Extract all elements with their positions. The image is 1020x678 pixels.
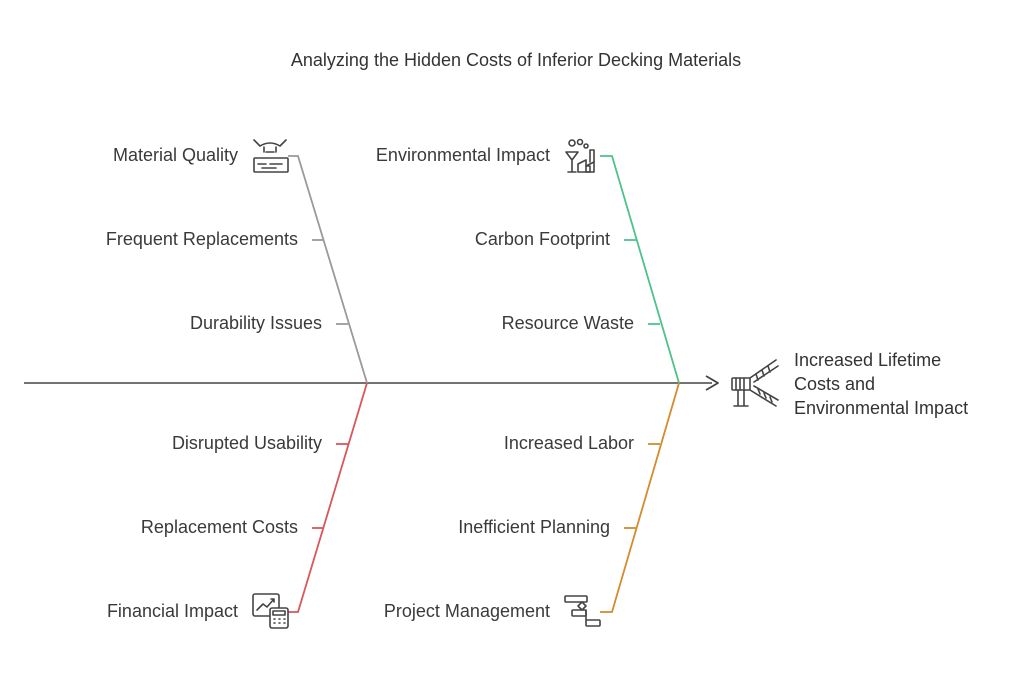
cause-disrupted-usability: Disrupted Usability	[171, 433, 322, 453]
bone-line-material-quality	[288, 155, 368, 384]
material-quality-icon	[253, 139, 289, 173]
cause-durability-issues: Durability Issues	[189, 313, 322, 333]
bone-line-project-management	[600, 382, 680, 613]
effect-line: Environmental Impact	[794, 398, 969, 418]
cause-frequent-replacements: Frequent Replacements	[105, 229, 298, 249]
cause-replacement-costs: Replacement Costs	[140, 517, 298, 537]
cause-increased-labor: Increased Labor	[503, 433, 634, 453]
bone-line-environmental-impact	[600, 155, 680, 384]
diagram-title: Analyzing the Hidden Costs of Inferior D…	[290, 50, 742, 70]
bone-line-financial-impact	[288, 382, 368, 613]
cause-resource-waste: Resource Waste	[501, 313, 634, 333]
effect-line: Costs and	[794, 374, 876, 394]
spine-arrowhead	[705, 375, 719, 391]
effect-bridge-icon	[731, 359, 779, 407]
effect-line: Increased Lifetime	[794, 350, 942, 370]
category-label-financial-impact: Financial Impact	[106, 601, 238, 621]
gantt-icon	[564, 595, 601, 627]
cause-carbon-footprint: Carbon Footprint	[474, 229, 610, 249]
effect-label: Increased Lifetime Costs and Environment…	[794, 348, 1014, 420]
bone-material-quality	[288, 155, 368, 384]
cause-inefficient-planning: Inefficient Planning	[458, 517, 610, 537]
category-label-material-quality: Material Quality	[112, 145, 238, 165]
factory-icon	[565, 138, 595, 173]
calculator-chart-icon	[252, 593, 289, 629]
bone-financial-impact	[288, 382, 368, 613]
bone-project-management	[600, 382, 680, 613]
category-label-environmental-impact: Environmental Impact	[375, 145, 550, 165]
bone-environmental-impact	[600, 155, 680, 384]
category-label-project-management: Project Management	[383, 601, 550, 621]
